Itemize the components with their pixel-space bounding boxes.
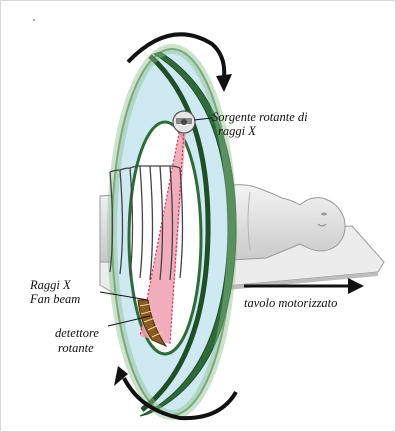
- arrow-head-top: [216, 74, 232, 92]
- source-label-line1: Sorgente rotante di: [212, 110, 308, 124]
- detector-label-line2: rotante: [58, 341, 94, 355]
- source-label-line2: raggi X: [218, 124, 256, 138]
- table-label: tavolo motorizzato: [244, 296, 337, 310]
- x-ray-source: [173, 111, 195, 133]
- detector-label-line1: detettore: [55, 326, 99, 340]
- fan-beam-label-line2: Fan beam: [30, 292, 80, 306]
- corner-dot: [33, 19, 35, 21]
- fan-beam-label-line1: Raggi X: [30, 278, 71, 292]
